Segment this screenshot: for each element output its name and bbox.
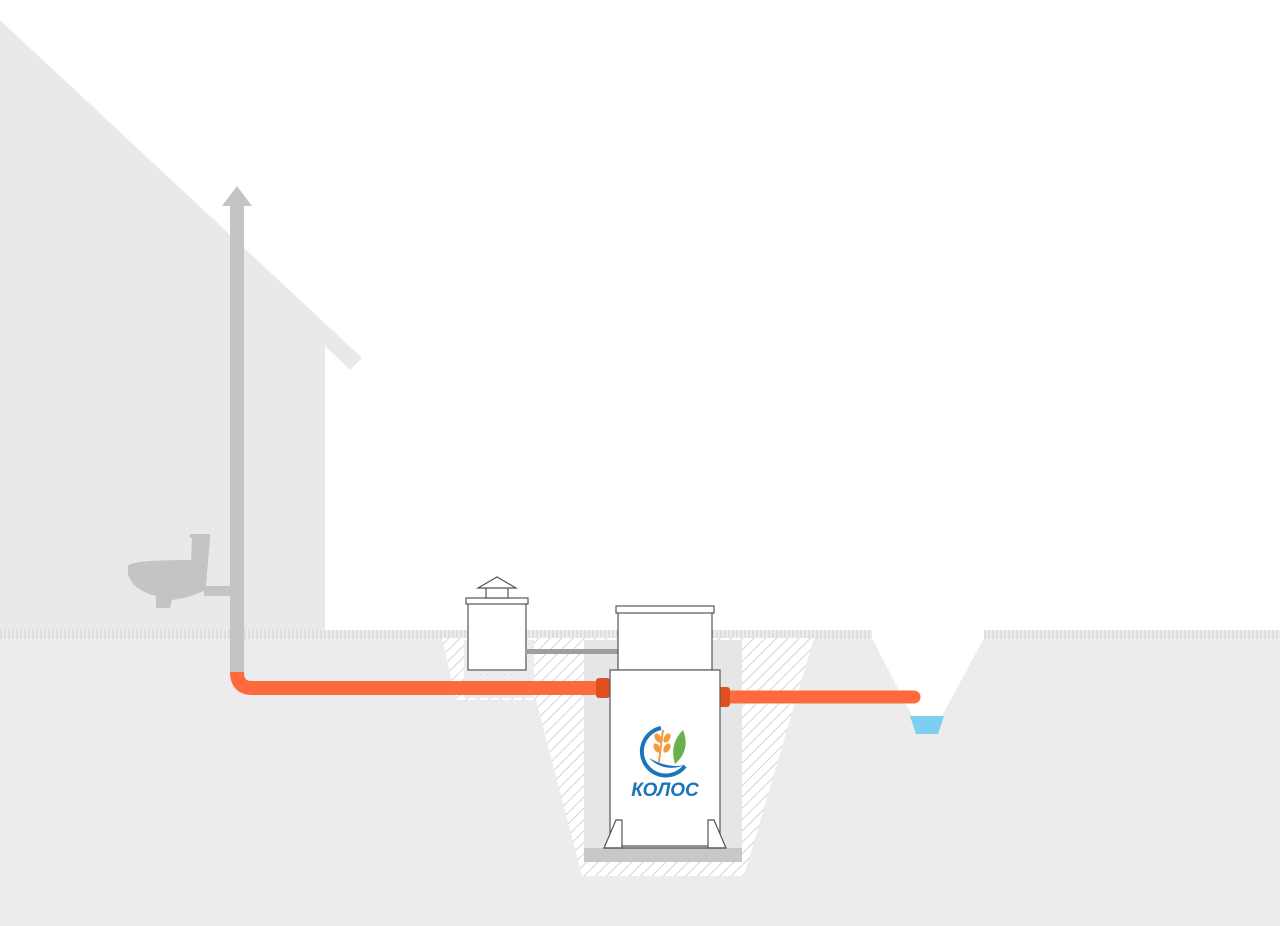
house [0, 20, 362, 634]
septic-tank: КОЛОС [603, 605, 727, 849]
grass-edge-right [984, 630, 1280, 639]
air-hose [526, 649, 618, 654]
ventilation-stack [204, 186, 252, 674]
grass-edge-left [0, 630, 872, 639]
brand-name: КОЛОС [631, 780, 699, 801]
tank-body [609, 669, 721, 847]
ear-and-leaf-logo [639, 726, 687, 778]
ditch-water [910, 716, 944, 734]
toilet-icon [128, 534, 210, 608]
vent-cap-icon [475, 576, 519, 599]
sewer-inlet-pipe [230, 671, 610, 698]
tank-lid [615, 605, 715, 614]
inlet-coupling [596, 678, 610, 698]
base-slab [584, 848, 742, 862]
tank-neck [617, 609, 713, 671]
vent-arrow-icon [222, 186, 252, 206]
compressor-box [465, 576, 618, 671]
